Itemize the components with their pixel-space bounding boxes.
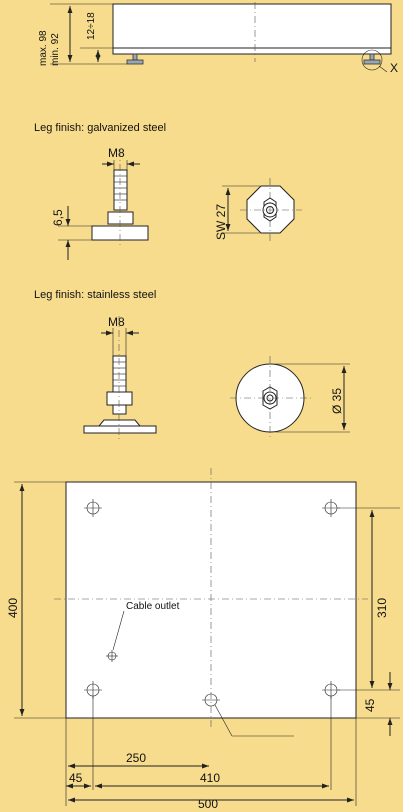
right-foot-side	[363, 53, 381, 65]
galvanized-thread-label: M8	[108, 146, 125, 160]
platform-side	[112, 3, 392, 55]
stainless-heading: Leg finish: stainless steel	[34, 289, 156, 301]
galvanized-leg-side: M8 6,5	[51, 146, 149, 260]
plan-view: Cable outlet 400 310 45 250 45 410	[6, 468, 400, 811]
cable-outlet: Cable outlet	[106, 601, 180, 662]
foot-diameter-label: Ø 35	[330, 388, 344, 414]
left-foot-side	[126, 53, 144, 65]
plan-height-label: 400	[6, 598, 20, 618]
galvanized-leg-top: SW 27	[214, 178, 302, 242]
galvanized-foot-height-label: 6,5	[51, 209, 65, 226]
leg-adjust-label: 12÷18	[86, 12, 97, 40]
wrench-size-label: SW 27	[214, 204, 228, 240]
hole-offset-bottom-label: 45	[363, 698, 377, 712]
height-max-label: max. 98	[38, 30, 49, 66]
height-min-label: min. 92	[50, 33, 61, 66]
galvanized-section: Leg finish: galvanized steel M8 6,5	[34, 122, 302, 260]
hole-spacing-vertical-label: 310	[375, 598, 389, 618]
stainless-leg-top: Ø 35	[230, 356, 350, 440]
stainless-thread-label: M8	[108, 315, 125, 329]
detail-circle	[361, 49, 383, 71]
hole-offset-left-label: 45	[69, 771, 83, 785]
center-hole-bottom	[202, 693, 294, 737]
side-view: X max. 98 min. 92 12÷18	[38, 2, 398, 75]
cable-outlet-label: Cable outlet	[126, 601, 180, 612]
detail-marker: X	[390, 61, 398, 75]
center-dim-label: 250	[126, 751, 146, 765]
stainless-leg-side: M8	[83, 315, 157, 440]
foot-hole-top-left	[84, 499, 102, 517]
hole-spacing-horizontal-label: 410	[200, 771, 220, 785]
plan-width-label: 500	[198, 797, 218, 811]
galvanized-heading: Leg finish: galvanized steel	[34, 122, 166, 134]
stainless-section: Leg finish: stainless steel M8	[34, 289, 350, 440]
foot-hole-top-right	[322, 499, 340, 517]
